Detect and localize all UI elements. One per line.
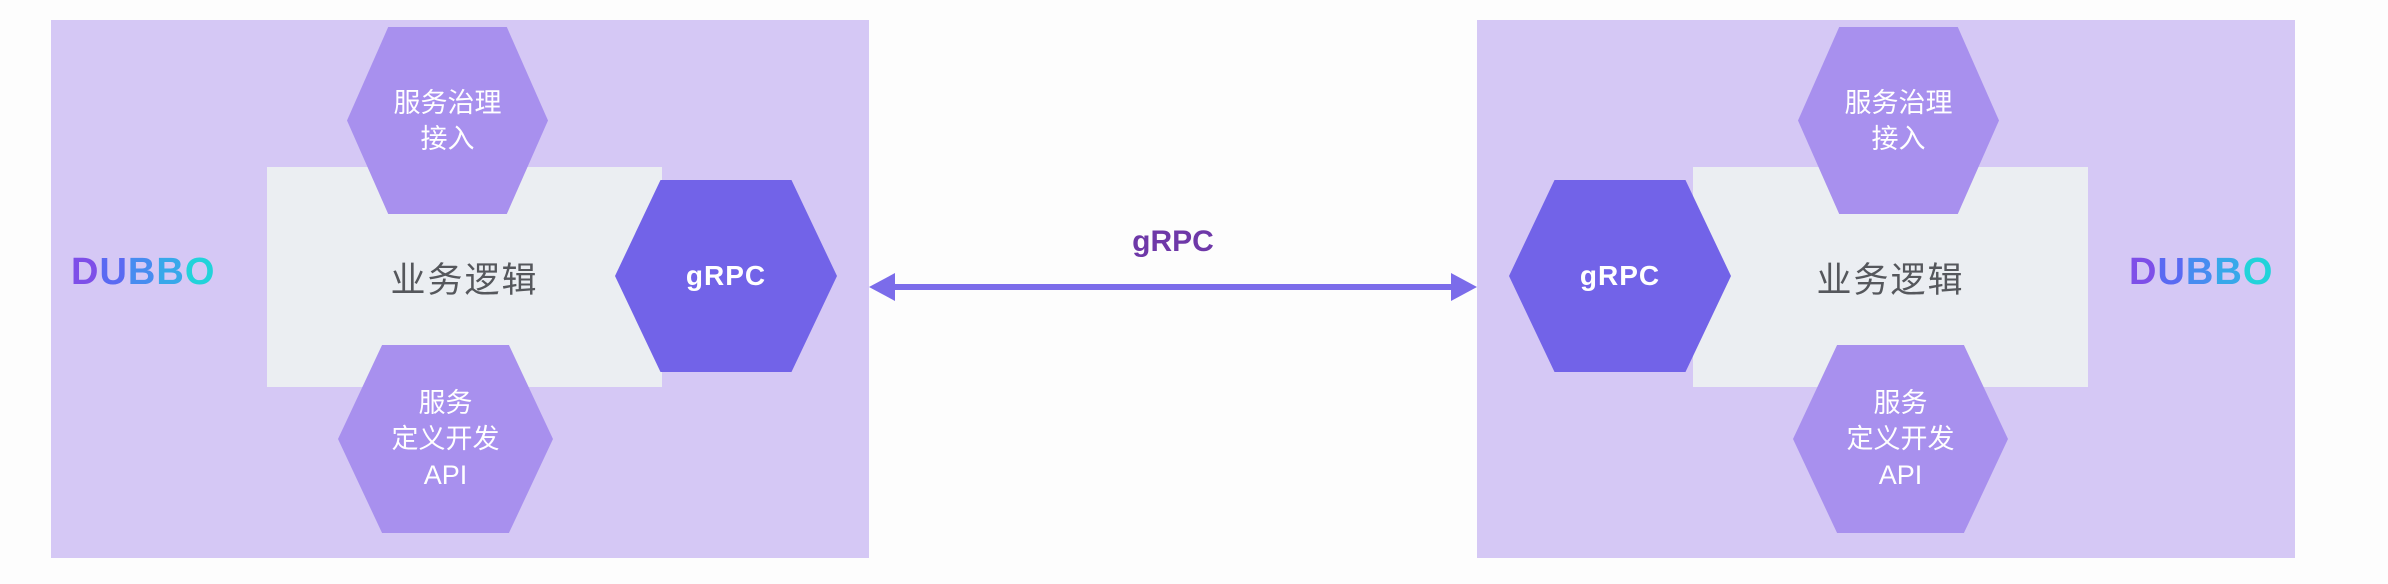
grpc-protocol-hexagon: gRPC [1509,180,1731,372]
dubbo-logo: DUBBO [71,253,221,291]
hexagon-label-line: 定义开发 [391,424,500,454]
service-definition-api-hexagon: 服务 定义开发 API [1793,345,2008,533]
arrowhead-right-icon [1451,273,1477,301]
hexagon-label-line: 服务 [418,388,473,418]
logo-letter: O [2242,251,2274,293]
dubbo-logo: DUBBO [2129,253,2279,291]
dubbo-app-panel-left: DUBBO 业务逻辑 服务治理 接入 服务 定义开发 API gRPC [51,20,869,558]
hexagon-label-line: 定义开发 [1846,424,1955,454]
hexagon-label-line: API [423,460,468,490]
hexagon-label-line: 服务 [1873,388,1928,418]
service-governance-hexagon: 服务治理 接入 [347,27,548,214]
business-logic-label: 业务逻辑 [1816,260,1965,300]
service-governance-hexagon: 服务治理 接入 [1798,27,1999,214]
service-definition-api-hexagon: 服务 定义开发 API [338,345,553,533]
grpc-connector-label: gRPC [1132,225,1214,258]
arrowhead-left-icon [869,273,895,301]
logo-letter: B [127,251,157,293]
logo-letter: B [2185,251,2215,293]
hexagon-label-line: API [1878,460,1923,490]
logo-letter: U [2157,251,2186,293]
logo-letter: B [156,251,185,293]
grpc-protocol-label: gRPC [685,260,767,291]
hexagon-label-line: 接入 [1871,123,1926,154]
business-logic-label: 业务逻辑 [390,260,539,300]
logo-letter: U [99,251,128,293]
logo-letter: B [2214,251,2243,293]
hexagon-label-line: 服务治理 [393,87,502,118]
grpc-connection-line [890,284,1458,290]
grpc-protocol-hexagon: gRPC [615,180,837,372]
logo-letter: D [2129,251,2158,293]
hexagon-label-line: 接入 [420,123,475,154]
hexagon-label-line: 服务治理 [1844,87,1953,118]
dubbo-app-panel-right: gRPC 业务逻辑 服务治理 接入 服务 定义开发 API DUBBO [1477,20,2295,558]
logo-letter: D [71,251,100,293]
logo-letter: O [184,251,216,293]
grpc-protocol-label: gRPC [1579,260,1661,291]
